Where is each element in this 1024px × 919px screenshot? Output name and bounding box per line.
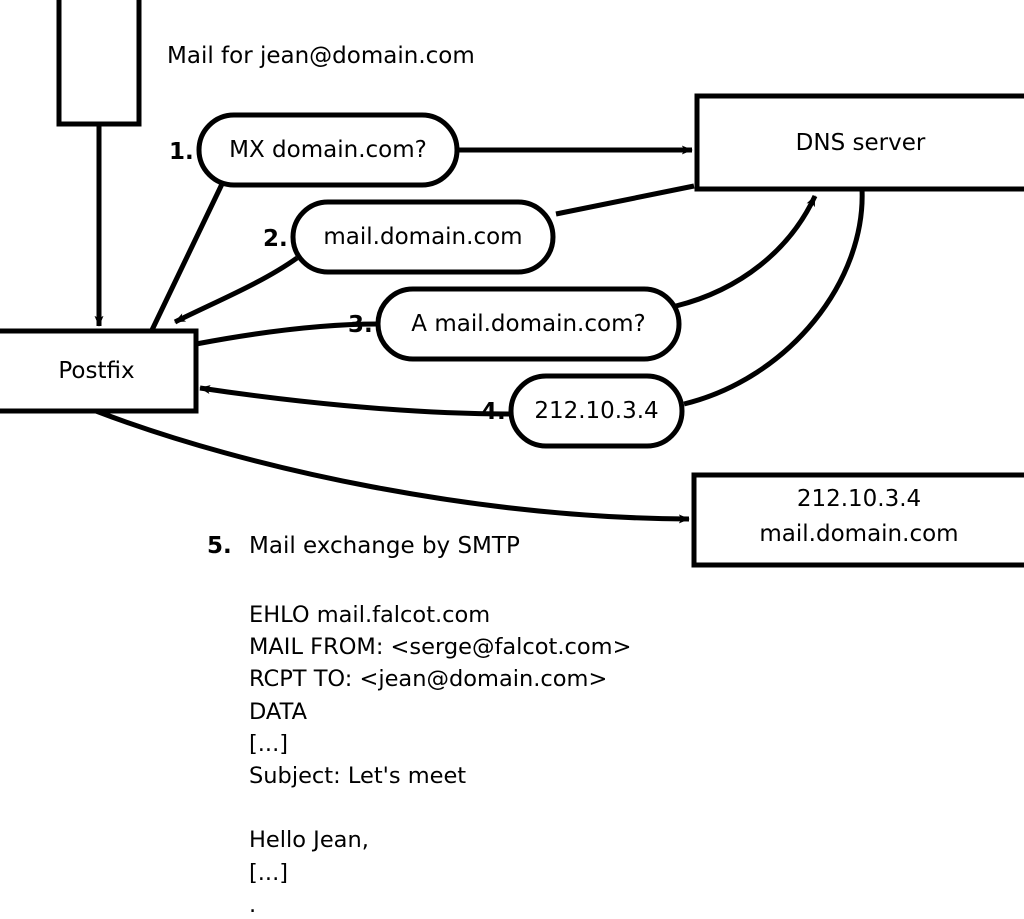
sender-box-shape	[56, 0, 142, 127]
postfix-box-label: Postfix	[58, 358, 135, 384]
mail-for-note: Mail for jean@domain.com	[167, 43, 475, 69]
smtp-transcript: EHLO mail.falcot.com MAIL FROM: <serge@f…	[249, 602, 632, 918]
connector-dns-to-step4	[683, 188, 865, 407]
step-3-number: 3.	[348, 312, 373, 338]
connector-postfix-to-step3	[195, 321, 379, 347]
step-2-number: 2.	[263, 226, 288, 252]
connector-dns-to-step2	[555, 183, 695, 217]
connector-step1-tail-to-postfix	[149, 182, 225, 332]
step-4-bubble-shape	[508, 373, 685, 449]
remote-server-box-shape	[691, 472, 1024, 568]
connector-step2-to-postfix	[173, 255, 299, 325]
remote-server-line2: mail.domain.com	[759, 521, 959, 547]
connector-step4-to-postfix	[199, 385, 513, 417]
step-5-label: Mail exchange by SMTP	[249, 533, 520, 559]
connector-step3-to-dns	[675, 194, 818, 309]
step-2-bubble-label: mail.domain.com	[323, 224, 523, 250]
step-1-number: 1.	[169, 139, 194, 165]
step-4-bubble-label: 212.10.3.4	[534, 398, 659, 424]
step-2-bubble-shape	[290, 199, 556, 275]
connector-postfix-to-remote-smtp	[95, 408, 690, 524]
step-1-bubble-label: MX domain.com?	[229, 137, 427, 163]
step-4-number: 4.	[481, 399, 506, 425]
step-5-number: 5.	[207, 533, 232, 559]
remote-server-line1: 212.10.3.4	[796, 486, 922, 512]
postfix-box-shape	[0, 328, 199, 414]
dns-server-box-shape	[694, 93, 1024, 192]
dns-server-box-label: DNS server	[795, 129, 926, 156]
step-3-bubble-label: A mail.domain.com?	[411, 311, 646, 337]
